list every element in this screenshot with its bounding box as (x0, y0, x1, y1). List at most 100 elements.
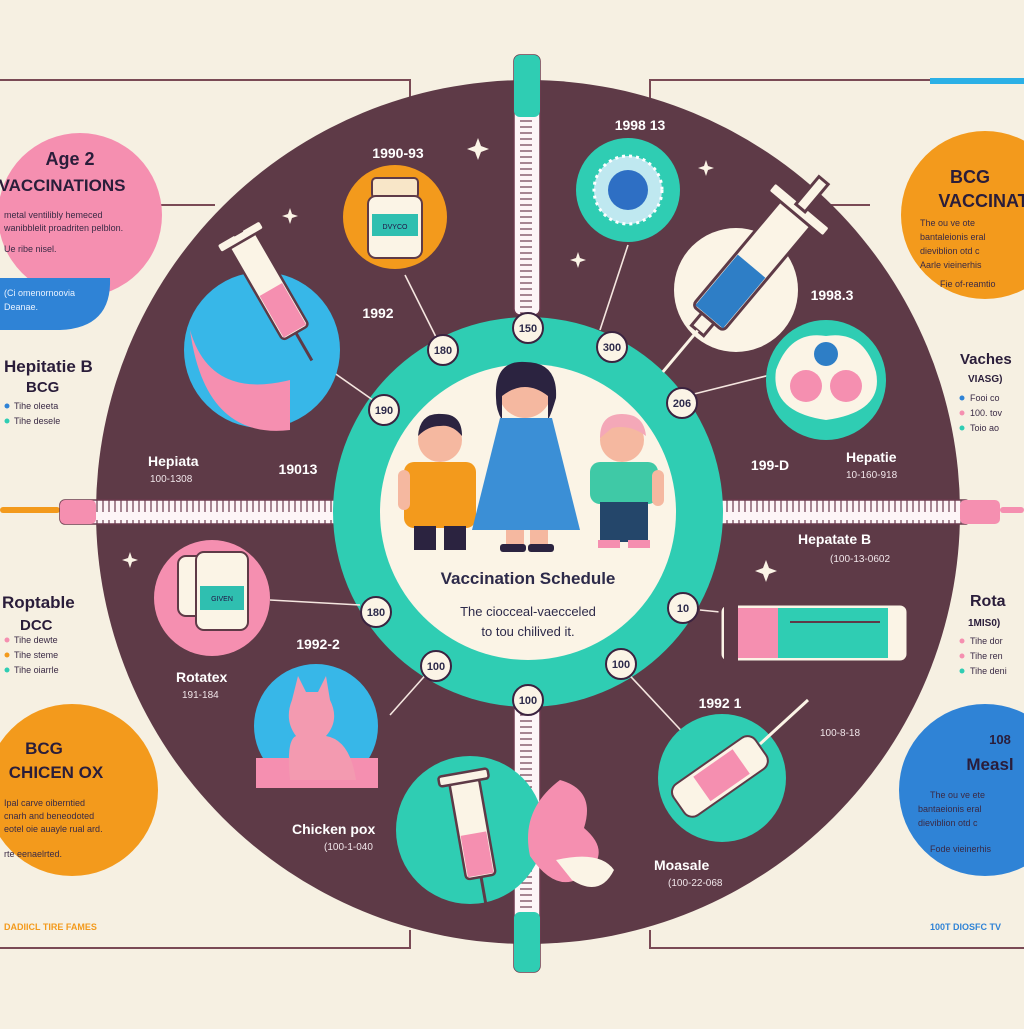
svg-text:Tihe oleeta: Tihe oleeta (14, 401, 58, 411)
badge: 190 (368, 394, 400, 426)
center-subtitle-2: to tou chilived it. (481, 624, 574, 639)
svg-text:The ou ve ete: The ou ve ete (930, 790, 985, 800)
svg-text:eotel oie auayle rual ard.: eotel oie auayle rual ard. (4, 824, 103, 834)
svg-text:Tihe oiarrle: Tihe oiarrle (14, 665, 59, 675)
label-range: 100-8-18 (820, 728, 860, 739)
badge: 300 (596, 331, 628, 363)
panel-rota: Rota 1MIS0) Tihe dor Tihe ren Tihe deni (959, 593, 1007, 676)
svg-text:Tihe dor: Tihe dor (970, 636, 1003, 646)
badge: 180 (360, 596, 392, 628)
badge: 100 (605, 648, 637, 680)
panel-bcg-chicken: BCG CHICEN OX Ipal carve oiberntied cnar… (0, 704, 158, 932)
center-title: Vaccination Schedule (441, 569, 616, 588)
horizontal-ruler (0, 499, 1024, 525)
badge: 206 (666, 387, 698, 419)
label-chicken-pox-range: (100-1-040 (324, 842, 373, 853)
ring-badges: 150 180 300 190 206 180 100 100 100 10 (360, 312, 699, 716)
svg-text:(Ci omenornoovia: (Ci omenornoovia (4, 288, 75, 298)
virus-icon (576, 138, 680, 242)
svg-text:DADIICL TIRE FAMES: DADIICL TIRE FAMES (4, 922, 97, 932)
svg-text:dieviblion otd c: dieviblion otd c (918, 818, 978, 828)
svg-text:Measl: Measl (966, 755, 1013, 774)
svg-text:bantaleionis eral: bantaleionis eral (920, 232, 986, 242)
svg-text:wanibblelit proadriten pelblon: wanibblelit proadriten pelblon. (3, 223, 123, 233)
svg-text:The ou ve ote: The ou ve ote (920, 218, 975, 228)
svg-text:Tihe deni: Tihe deni (970, 666, 1007, 676)
svg-text:metal ventilibly hemeced: metal ventilibly hemeced (4, 210, 103, 220)
cell-icon (766, 320, 886, 440)
year-label: 1992 1 (699, 695, 742, 711)
svg-text:108: 108 (989, 732, 1011, 747)
panel-measl: 108 Measl The ou ve ete bantaeionis eral… (899, 704, 1024, 932)
svg-text:Aarle vieinerhis: Aarle vieinerhis (920, 260, 982, 270)
cat-icon (254, 664, 378, 788)
label-hepatate-b-range: (100-13-0602 (830, 554, 890, 565)
year-label: 1998.3 (811, 287, 854, 303)
accent-bar (930, 78, 1024, 84)
svg-text:150: 150 (519, 323, 537, 335)
year-label: 1998 13 (615, 117, 666, 133)
svg-text:VACCINATI: VACCINATI (938, 191, 1024, 211)
svg-text:VACCINATIONS: VACCINATIONS (0, 176, 125, 195)
svg-text:100T DIOSFC TV: 100T DIOSFC TV (930, 922, 1001, 932)
svg-text:100: 100 (519, 695, 537, 707)
vaccine-labels: Hepiata 100-1308 Hepatie 10-160-918 Hepa… (148, 449, 898, 889)
svg-text:BCG: BCG (26, 379, 59, 396)
svg-text:100. tov: 100. tov (970, 408, 1003, 418)
svg-text:Tihe dewte: Tihe dewte (14, 635, 58, 645)
badge: 150 (512, 312, 544, 344)
svg-text:180: 180 (367, 607, 385, 619)
sparkle-icon (122, 138, 777, 582)
svg-text:Hepitatie B: Hepitatie B (4, 357, 93, 376)
vial-icon: GIVEN (154, 540, 270, 656)
svg-text:Deanae.: Deanae. (4, 302, 38, 312)
center-subtitle-1: The ciocceal-vaecceled (460, 604, 596, 619)
svg-text:cnarh and beneodoted: cnarh and beneodoted (4, 811, 94, 821)
svg-text:190: 190 (375, 405, 393, 417)
svg-text:BCG: BCG (950, 167, 990, 187)
svg-text:dieviblion otd c: dieviblion otd c (920, 246, 980, 256)
svg-text:GIVEN: GIVEN (211, 596, 233, 603)
svg-text:Age 2: Age 2 (45, 149, 94, 169)
svg-text:Tihe desele: Tihe desele (14, 416, 60, 426)
svg-text:1MIS0): 1MIS0) (968, 618, 1000, 629)
year-label: 199-D (751, 457, 789, 473)
syringe-icon (396, 756, 614, 905)
svg-text:Tihe steme: Tihe steme (14, 650, 58, 660)
label-moasale: Moasale (654, 857, 709, 873)
label-hepatie: Hepatie (846, 449, 897, 465)
year-label: 1992 (362, 305, 393, 321)
panel-hep-bcg: Hepitatie B BCG Tihe oleeta Tihe desele (4, 357, 93, 426)
svg-text:BCG: BCG (25, 739, 63, 758)
svg-text:VIASG): VIASG) (968, 374, 1002, 385)
syringe-icon (661, 174, 831, 373)
svg-text:rte eenaelrted.: rte eenaelrted. (4, 849, 62, 859)
label-chicken-pox: Chicken pox (292, 821, 375, 837)
svg-text:Rota: Rota (970, 593, 1006, 610)
frame-lines (0, 79, 1024, 949)
svg-text:Vaches: Vaches (960, 351, 1012, 368)
badge: 100 (512, 684, 544, 716)
panel-age2: Age 2 VACCINATIONS metal ventilibly heme… (0, 133, 162, 330)
year-label: 19013 (279, 461, 318, 477)
svg-text:Fode vieinerhis: Fode vieinerhis (930, 844, 992, 854)
svg-text:DCC: DCC (20, 617, 53, 634)
svg-text:180: 180 (434, 345, 452, 357)
year-label: 1990-93 (372, 145, 424, 161)
svg-text:10: 10 (677, 603, 689, 615)
svg-text:CHICEN OX: CHICEN OX (9, 763, 104, 782)
svg-text:Toio ao: Toio ao (970, 423, 999, 433)
svg-text:Fooi co: Fooi co (970, 393, 1000, 403)
svg-text:300: 300 (603, 342, 621, 354)
panel-vaches: Vaches VIASG) Fooi co 100. tov Toio ao (959, 351, 1012, 433)
svg-text:206: 206 (673, 398, 691, 410)
label-rotatex-range: 191-184 (182, 690, 219, 701)
year-label: 1992-2 (296, 636, 340, 652)
svg-text:DVYCO: DVYCO (383, 224, 408, 231)
svg-text:Ue ribe nisel.: Ue ribe nisel. (4, 244, 57, 254)
label-hepiata-range: 100-1308 (150, 474, 193, 485)
syringe-icon (184, 209, 340, 431)
panel-roptable: Roptable DCC Tihe dewte Tihe steme Tihe … (2, 593, 75, 675)
